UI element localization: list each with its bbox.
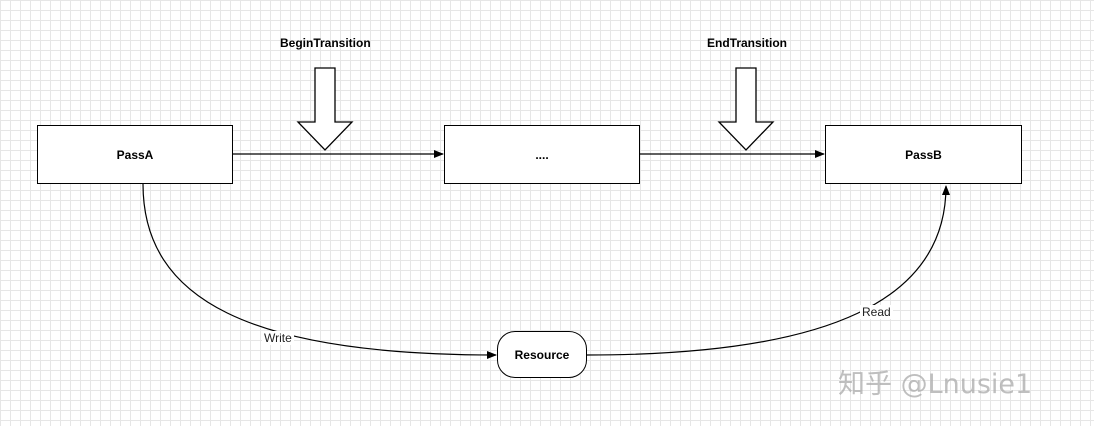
end-transition-arrow: [717, 67, 775, 151]
write-edge-label: Write: [262, 331, 294, 345]
watermark-text: 知乎 @Lnusie1: [838, 369, 1033, 400]
begin-transition-arrow: [296, 67, 354, 151]
write-edge: [142, 183, 497, 359]
pass-a-node[interactable]: PassA: [37, 125, 233, 184]
resource-node[interactable]: Resource: [497, 331, 587, 378]
begin-transition-label: BeginTransition: [280, 36, 371, 50]
pass-b-node[interactable]: PassB: [825, 125, 1022, 184]
read-edge-label: Read: [860, 305, 893, 319]
read-edge: [586, 185, 950, 356]
end-transition-label: EndTransition: [707, 36, 788, 50]
middle-node[interactable]: ....: [444, 125, 640, 184]
